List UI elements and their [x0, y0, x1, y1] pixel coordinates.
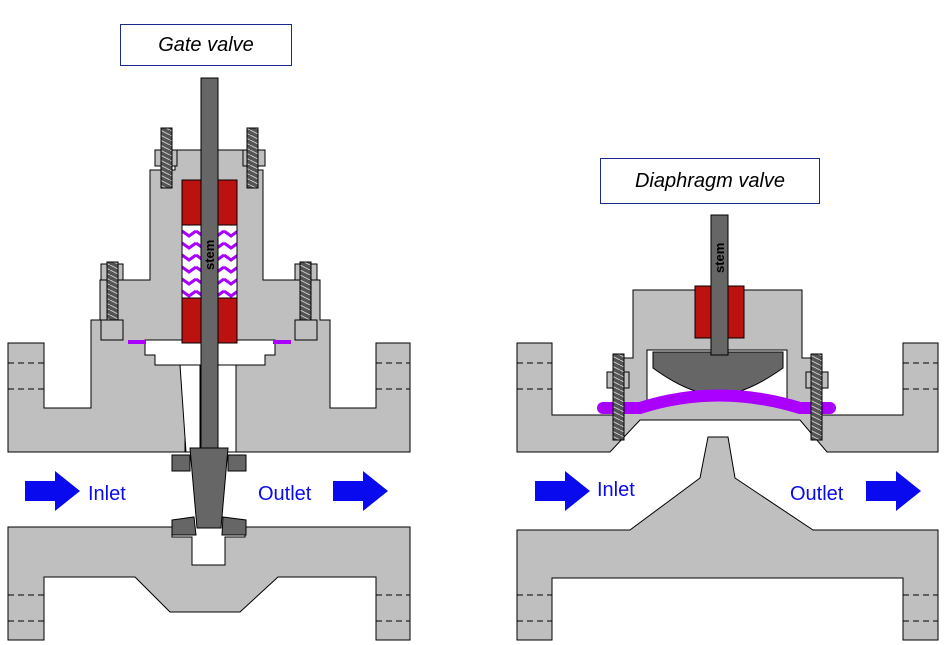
diaphragm-inlet-label: Inlet: [597, 479, 635, 501]
gate-packing-bottom-left: [181, 297, 203, 344]
gate-outlet-arrow: [333, 471, 388, 511]
diaphragm-stem: [710, 214, 729, 356]
diaphragm-packing-right: [727, 285, 745, 339]
diaphragm-lower-body: [516, 436, 939, 641]
gate-packing-bottom-right: [216, 297, 238, 344]
gate-inlet-arrow: [25, 471, 80, 511]
gate-inlet-label: Inlet: [88, 483, 126, 505]
gate-gland-stud-right: [246, 127, 259, 189]
gate-flange-bolt-lines: [8, 362, 410, 622]
gate-lower-body: [7, 526, 411, 641]
gate-stem-label: stem: [202, 240, 217, 270]
gate-gland-stud-left: [160, 127, 173, 189]
diaphragm-membrane: [597, 389, 836, 414]
gate-bonnet-gasket-left: [128, 340, 146, 344]
diaphragm-stud-right: [810, 353, 823, 441]
diaphragm-valve: stem Inlet Outlet: [516, 214, 939, 641]
gate-seat-lower-left: [171, 516, 197, 536]
diaphragm-flange-bolt-lines: [517, 362, 938, 622]
gate-packing-top-left: [181, 179, 203, 226]
gate-bonnet-lower-nut-left: [100, 319, 124, 341]
gate-seat-upper-right: [227, 454, 247, 472]
gate-bonnet-lower-nut-right: [294, 319, 318, 341]
gate-packing-zigzag-right: [216, 224, 238, 299]
gate-packing-top-right: [216, 179, 238, 226]
gate-valve-title-text: Gate valve: [158, 33, 254, 56]
gate-seat-upper-left: [171, 454, 191, 472]
gate-valve-title: Gate valve: [120, 24, 292, 66]
gate-outlet-label: Outlet: [258, 483, 312, 505]
diaphragm-inlet-arrow: [535, 471, 590, 511]
gate-packing-zigzag-left: [181, 224, 203, 299]
gate-bonnet-cavity-right: [217, 364, 237, 453]
diaphragm-packing-left: [694, 285, 712, 339]
diaphragm-valve-title-text: Diaphragm valve: [634, 169, 786, 192]
diaphragm-outlet-label: Outlet: [790, 483, 844, 505]
gate-valve: stem Inlet Outlet: [7, 77, 411, 641]
gate-seat-lower-right: [221, 516, 247, 536]
diaphragm-valve-title: Diaphragm valve: [600, 158, 820, 204]
diaphragm-stud-left: [612, 353, 625, 441]
gate-wedge: [189, 447, 229, 529]
gate-bonnet-gasket-right: [273, 340, 291, 344]
diaphragm-outlet-arrow: [866, 471, 921, 511]
diaphragm-stem-label: stem: [712, 243, 727, 273]
